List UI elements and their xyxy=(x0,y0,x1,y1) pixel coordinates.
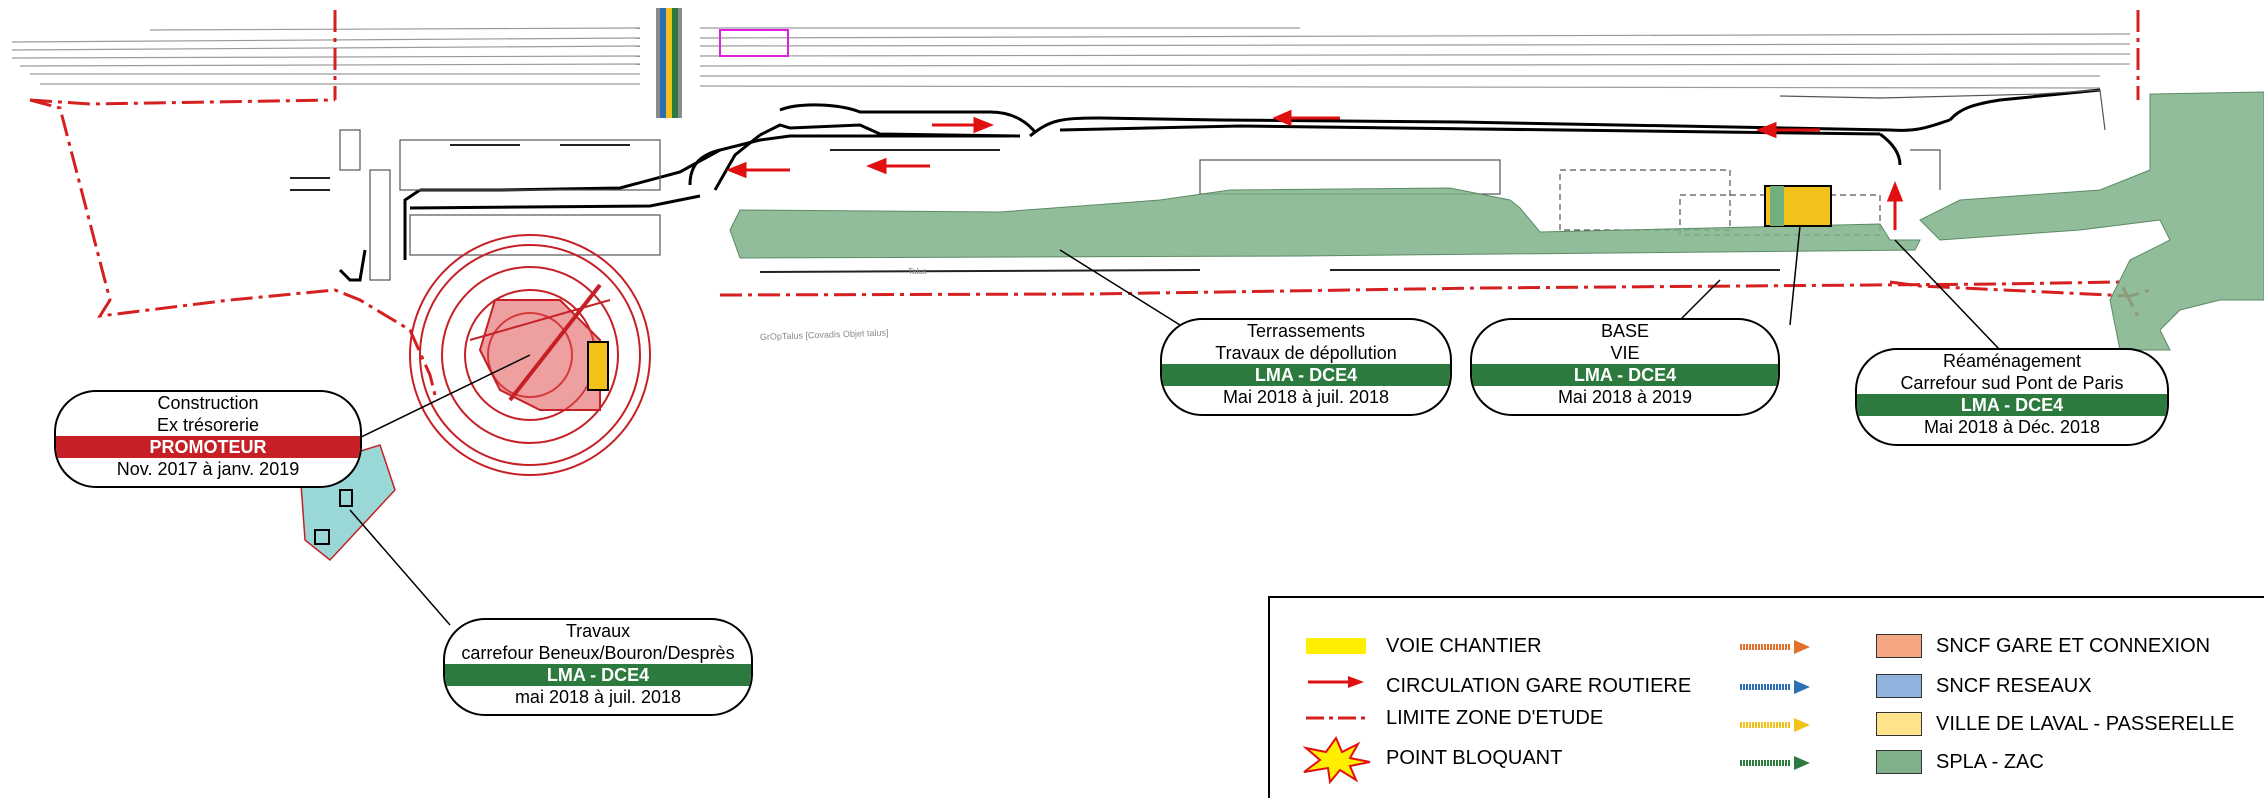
street-label: GrOpTalus [Covadis Objet talus] xyxy=(760,328,889,342)
red-arrow-icon xyxy=(1308,676,1364,688)
swatch-ville-laval xyxy=(1876,712,1922,736)
callout-line: Terrassements xyxy=(1246,321,1366,341)
green-zone-east xyxy=(1919,91,2264,351)
swatch-spla-zac xyxy=(1876,750,1922,774)
star-icon xyxy=(1302,736,1371,784)
legend: VOIE CHANTIER CIRCULATION GARE ROUTIERE … xyxy=(1268,596,2264,798)
site-hut xyxy=(587,341,609,391)
marker-rectangle xyxy=(719,29,789,57)
callout-dates: Mai 2018 à Déc. 2018 xyxy=(1923,417,2101,437)
callout-dates: Mai 2018 à 2019 xyxy=(1557,387,1693,407)
callout-construction: Construction Ex trésorerie PROMOTEUR Nov… xyxy=(54,390,362,488)
callout-base-vie: BASE VIE LMA - DCE4 Mai 2018 à 2019 xyxy=(1470,318,1780,416)
callout-reamenagement: Réaménagement Carrefour sud Pont de Pari… xyxy=(1855,348,2169,446)
callout-line: Construction xyxy=(157,393,259,413)
legend-label: SNCF RESEAUX xyxy=(1936,675,2092,697)
callout-band: PROMOTEUR xyxy=(56,436,360,458)
construction-zone xyxy=(478,299,601,411)
callout-band: LMA - DCE4 xyxy=(445,664,751,686)
crane-circles xyxy=(409,234,651,476)
dash-dot-line-icon xyxy=(1306,716,1366,720)
legend-label: SNCF GARE ET CONNEXION xyxy=(1936,635,2211,657)
callout-band: LMA - DCE4 xyxy=(1857,394,2167,416)
callout-band: LMA - DCE4 xyxy=(1472,364,1778,386)
legend-label: POINT BLOQUANT xyxy=(1386,747,1563,769)
leader-lines xyxy=(349,225,2001,626)
road-markings xyxy=(290,144,1780,273)
callout-line: carrefour Beneux/Bouron/Desprès xyxy=(461,643,735,663)
railway-tracks xyxy=(11,27,2131,89)
legend-label: LIMITE ZONE D'ETUDE xyxy=(1386,707,1604,729)
callout-dates: mai 2018 à juil. 2018 xyxy=(514,687,682,707)
callout-line: Ex trésorerie xyxy=(156,415,260,435)
arrow-orange-icon xyxy=(1740,640,1810,654)
callout-line: VIE xyxy=(1610,343,1640,363)
callout-travaux-carrefour: Travaux carrefour Beneux/Bouron/Desprès … xyxy=(443,618,753,716)
callout-line: Travaux de dépollution xyxy=(1215,343,1397,363)
legend-label: VILLE DE LAVAL - PASSERELLE xyxy=(1936,713,2235,735)
legend-label: VOIE CHANTIER xyxy=(1386,635,1542,657)
green-zone-spla xyxy=(729,187,1921,259)
swatch-sncf-reseaux xyxy=(1876,674,1922,698)
callout-line: Carrefour sud Pont de Paris xyxy=(1900,373,2124,393)
arrow-blue-icon xyxy=(1740,680,1810,694)
callout-terrassements: Terrassements Travaux de dépollution LMA… xyxy=(1160,318,1452,416)
arrow-yellow-icon xyxy=(1740,718,1810,732)
callout-dates: Mai 2018 à juil. 2018 xyxy=(1222,387,1390,407)
yellow-bar-icon xyxy=(1306,638,1366,654)
swatch-sncf-gare xyxy=(1876,634,1922,658)
callout-band: LMA - DCE4 xyxy=(1162,364,1450,386)
callout-dates: Nov. 2017 à janv. 2019 xyxy=(116,459,300,479)
callout-line: Travaux xyxy=(565,621,631,641)
circulation-arrows xyxy=(725,109,1904,230)
arrow-green-icon xyxy=(1740,756,1810,770)
legend-label: CIRCULATION GARE ROUTIERE xyxy=(1386,675,1692,697)
legend-label: SPLA - ZAC xyxy=(1936,751,2044,773)
callout-line: Réaménagement xyxy=(1942,351,2082,371)
callout-line: BASE xyxy=(1600,321,1650,341)
street-label-2: Talus xyxy=(908,267,927,276)
